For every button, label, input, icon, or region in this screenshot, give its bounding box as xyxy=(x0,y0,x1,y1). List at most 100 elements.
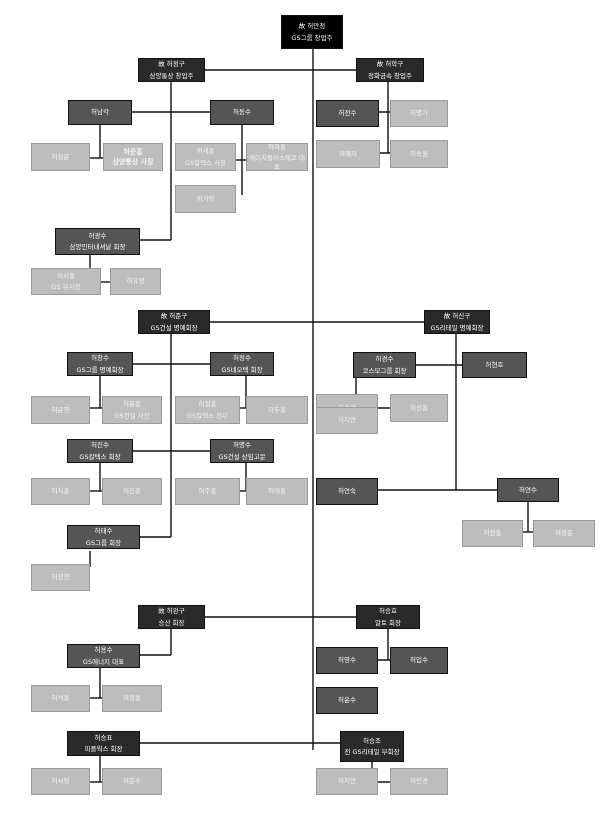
org-node-n38: 허연숙 xyxy=(316,478,378,505)
person-name: 허정윤 xyxy=(51,152,70,161)
person-name: 허남각 xyxy=(91,108,109,117)
org-node-n32: 허정현 xyxy=(31,564,90,591)
person-name: 허영수 xyxy=(338,656,356,665)
person-name: 허윤홍 xyxy=(123,400,141,409)
person-name: 허연숙 xyxy=(338,487,356,496)
org-node-n11: 허서홍 GS 부사장 xyxy=(31,268,101,295)
person-name: 故 허완구 xyxy=(158,607,185,616)
person-title: GS그룹 회장 xyxy=(85,538,122,547)
org-node-n55: 허민경 xyxy=(390,768,448,795)
person-name: 허진홍 xyxy=(123,487,141,496)
person-name: 허광수 xyxy=(88,231,107,240)
person-name: 허서영 xyxy=(51,777,70,786)
person-name: 허철홍 xyxy=(198,400,217,409)
person-title: GS칼텍스 전무 xyxy=(186,411,229,420)
person-name: 허윤수 xyxy=(338,696,356,705)
person-title: GS 부사장 xyxy=(51,283,81,291)
person-name: 허민경 xyxy=(410,777,428,786)
org-node-n47: 허영수 xyxy=(316,647,378,674)
person-name: 허경수 xyxy=(375,355,394,364)
org-node-n5: 허정윤 xyxy=(31,143,90,171)
person-name: 허숙원 xyxy=(410,149,428,158)
person-name: 허입수 xyxy=(410,656,428,665)
org-node-n28: 허진홍 xyxy=(102,478,162,505)
org-node-n27: 허치홍 xyxy=(31,478,90,505)
person-name: 허정홍 xyxy=(123,694,141,703)
person-name: 허태홍 xyxy=(268,487,286,496)
org-node-n23: 허철홍 GS칼텍스 전무 xyxy=(175,396,240,424)
person-name: 허세홍 xyxy=(196,147,215,156)
person-name: 허정현 xyxy=(51,573,70,582)
person-name: 허승조 xyxy=(363,736,381,745)
person-name: 허유정 xyxy=(126,277,145,286)
person-title: GS건설 상임고문 xyxy=(218,452,266,461)
org-node-n53: 허준수 xyxy=(102,768,162,795)
person-title: GS건설 명예회장 xyxy=(150,323,198,332)
person-name: 허지안 xyxy=(338,777,356,786)
person-name: 허태수 xyxy=(94,527,113,536)
org-node-n15: 허혜자 xyxy=(316,140,380,168)
person-title: GS건설 사장 xyxy=(114,411,150,420)
org-node-n3: 허남각 xyxy=(68,100,132,125)
org-node-n30: 허태홍 xyxy=(246,478,308,505)
person-name: 허두홍 xyxy=(268,405,286,414)
person-title: 알토 회장 xyxy=(375,618,401,627)
person-title: 삼양인터내셔날 회장 xyxy=(69,243,126,251)
org-node-n26: 허명수 GS건설 상임고문 xyxy=(210,439,274,463)
person-name: 허서홍 xyxy=(57,271,75,280)
person-name: 허석홍 xyxy=(51,694,70,703)
person-name: 허자홍 xyxy=(268,143,286,152)
person-title: 삼양통상 사장 xyxy=(112,157,154,166)
person-title: GS에너지 대표 xyxy=(82,657,125,666)
person-name: 허동수 xyxy=(233,108,251,117)
person-name: 허정윤 xyxy=(555,529,573,538)
org-node-n37: 허지연 xyxy=(316,407,378,434)
org-node-n22: 허윤홍 GS건설 사장 xyxy=(102,396,162,424)
person-name: 허명수 xyxy=(233,441,251,450)
org-node-n12: 허유정 xyxy=(110,268,161,295)
person-name: 허현호 xyxy=(485,360,504,369)
person-title: 코스모그룹 회장 xyxy=(362,366,407,375)
person-name: 허용수 xyxy=(94,646,113,655)
org-node-n44: 허용수 GS에너지 대표 xyxy=(67,644,140,668)
person-title: GS네오텍 회장 xyxy=(221,365,263,374)
person-title: GS칼텍스 회장 xyxy=(79,452,121,461)
person-title: 전 GS리테일 부회장 xyxy=(344,748,400,756)
person-name: 허혜자 xyxy=(339,149,357,158)
person-name: 故 허신구 xyxy=(443,312,471,321)
org-node-n41: 허정윤 xyxy=(533,520,595,547)
person-title: 삼양통상 창업주 xyxy=(149,71,194,80)
org-node-n36: 허선홍 xyxy=(390,394,448,422)
org-node-n54: 허지안 xyxy=(316,768,378,795)
org-node-n48: 허입수 xyxy=(390,647,448,674)
org-node-n7: 허세홍 GS칼텍스 사장 xyxy=(175,143,236,171)
person-name: 허준홍 xyxy=(123,147,143,156)
person-name: 허기영 xyxy=(196,194,215,203)
org-node-n40: 허원홍 xyxy=(462,520,523,547)
org-node-n31: 허태수 GS그룹 회장 xyxy=(67,525,140,549)
org-node-n9: 허기영 xyxy=(175,185,236,213)
person-name: 허창수 xyxy=(91,354,109,363)
org-node-n4: 허동수 xyxy=(210,100,274,125)
person-name: 허정수 xyxy=(233,354,251,363)
person-name: 허승효 xyxy=(379,607,397,616)
org-node-n20: 허정수 GS네오텍 회장 xyxy=(210,352,274,376)
org-node-n13: 허전수 xyxy=(316,100,379,127)
person-name: 허명가 xyxy=(410,109,428,118)
person-title: GS칼텍스 사장 xyxy=(184,158,227,167)
person-name: 허선홍 xyxy=(410,403,428,412)
org-node-n34: 허현호 xyxy=(462,352,527,378)
